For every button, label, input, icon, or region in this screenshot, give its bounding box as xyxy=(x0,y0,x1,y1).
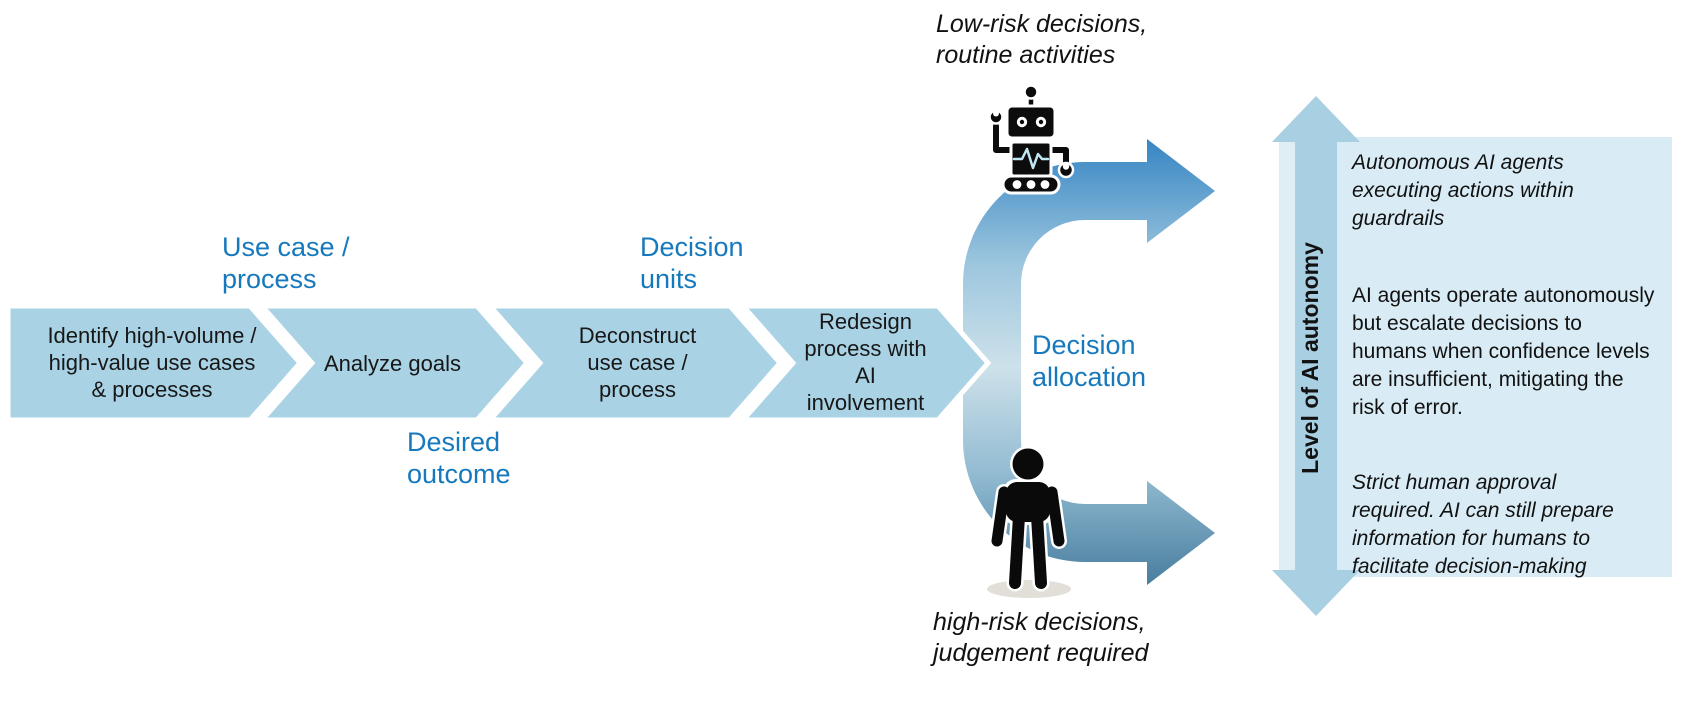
annotation-desired-outcome: Desired outcome xyxy=(407,427,511,489)
robot-icon xyxy=(988,84,1075,195)
note-high-risk: high-risk decisions, judgement required xyxy=(933,608,1149,667)
chevron-step-2 xyxy=(256,303,531,423)
chevron-step-3 xyxy=(484,303,784,423)
autonomy-panel xyxy=(1283,137,1672,577)
decision-split-arrow xyxy=(963,139,1215,585)
annotation-use-case: Use case / process xyxy=(222,232,350,294)
annotation-decision-units: Decision units xyxy=(640,232,744,294)
note-low-risk: Low-risk decisions, routine activities xyxy=(936,10,1148,69)
autonomy-axis-label: Level of AI autonomy xyxy=(1297,242,1323,474)
axis-arrow-highlight xyxy=(1279,142,1295,570)
autonomy-level-medium: AI agents operate autonomously but escal… xyxy=(1352,284,1655,419)
process-chevrons xyxy=(5,303,992,423)
step-label-deconstruct: Deconstruct use case / process xyxy=(578,323,697,402)
chevron-step-1 xyxy=(5,303,304,423)
axis-arrow-down-head xyxy=(1272,570,1360,616)
split-arrow-band xyxy=(963,162,1150,562)
axis-arrow-up-head xyxy=(1272,96,1360,142)
annotation-decision-allocation: Decision allocation xyxy=(1032,330,1147,392)
step-label-analyze: Analyze goals xyxy=(324,351,461,376)
low-risk-arrowhead xyxy=(1147,139,1215,243)
axis-arrow-shaft xyxy=(1295,142,1337,570)
high-risk-arrowhead xyxy=(1147,481,1215,585)
autonomy-level-high: Autonomous AI agents executing actions w… xyxy=(1352,151,1574,230)
human-icon xyxy=(987,446,1071,598)
step-label-identify: Identify high-volume / high-value use ca… xyxy=(47,323,257,402)
autonomy-level-low: Strict human approval required. AI can s… xyxy=(1352,471,1614,578)
human-shadow xyxy=(987,580,1071,598)
step-label-redesign: Redesign process with AI involvement xyxy=(804,309,927,415)
chevron-step-4 xyxy=(737,303,992,423)
autonomy-axis-arrow xyxy=(1272,96,1360,616)
